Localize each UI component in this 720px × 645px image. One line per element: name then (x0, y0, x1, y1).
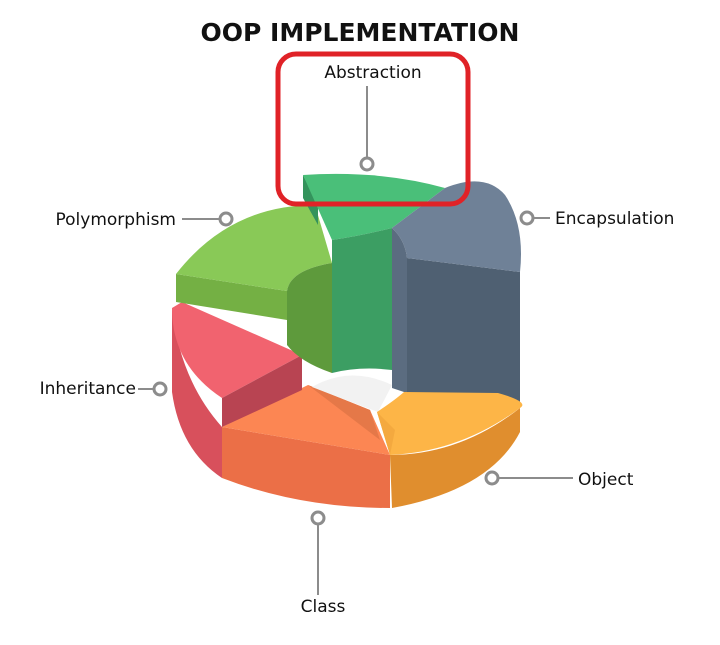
label-object: Object (578, 470, 634, 490)
pie-chart (172, 173, 523, 508)
segment-inheritance-side (172, 308, 222, 478)
segment-object (377, 392, 523, 508)
segment-inheritance-inner (222, 355, 302, 427)
segment-encapsulation (392, 181, 521, 408)
label-encapsulation: Encapsulation (555, 209, 674, 229)
segment-class (222, 385, 390, 508)
label-class: Class (301, 597, 346, 617)
polymorphism-marker (218, 211, 234, 227)
segment-polymorphism-inner (287, 263, 332, 373)
segment-abstraction-top (303, 173, 445, 240)
segment-object-top (377, 392, 523, 455)
segment-polymorphism (176, 205, 332, 373)
segment-abstraction-inner (332, 228, 392, 373)
pie-center-hole (312, 375, 392, 412)
encapsulation-marker (519, 210, 535, 226)
segment-abstraction-side (303, 175, 318, 225)
segment-encapsulation-side (407, 258, 520, 408)
segment-inheritance (172, 302, 302, 478)
abstraction-marker (359, 156, 375, 172)
label-abstraction: Abstraction (324, 63, 421, 83)
segment-object-inner (377, 412, 395, 455)
class-marker (310, 510, 326, 526)
segment-class-inner (308, 385, 380, 440)
label-inheritance: Inheritance (40, 379, 136, 399)
segment-encapsulation-inner (392, 228, 407, 393)
segment-abstraction (303, 173, 445, 373)
diagram-title: OOP IMPLEMENTATION (201, 18, 520, 47)
abstraction-highlight-box (275, 51, 471, 207)
connectors (138, 86, 573, 595)
segment-inheritance-top (172, 302, 302, 398)
segment-class-side (222, 427, 390, 508)
segment-polymorphism-top (176, 205, 332, 291)
segment-polymorphism-side (176, 274, 287, 320)
segment-object-side (390, 408, 520, 508)
label-polymorphism: Polymorphism (56, 210, 177, 230)
object-marker (484, 470, 500, 486)
inheritance-marker (152, 381, 168, 397)
